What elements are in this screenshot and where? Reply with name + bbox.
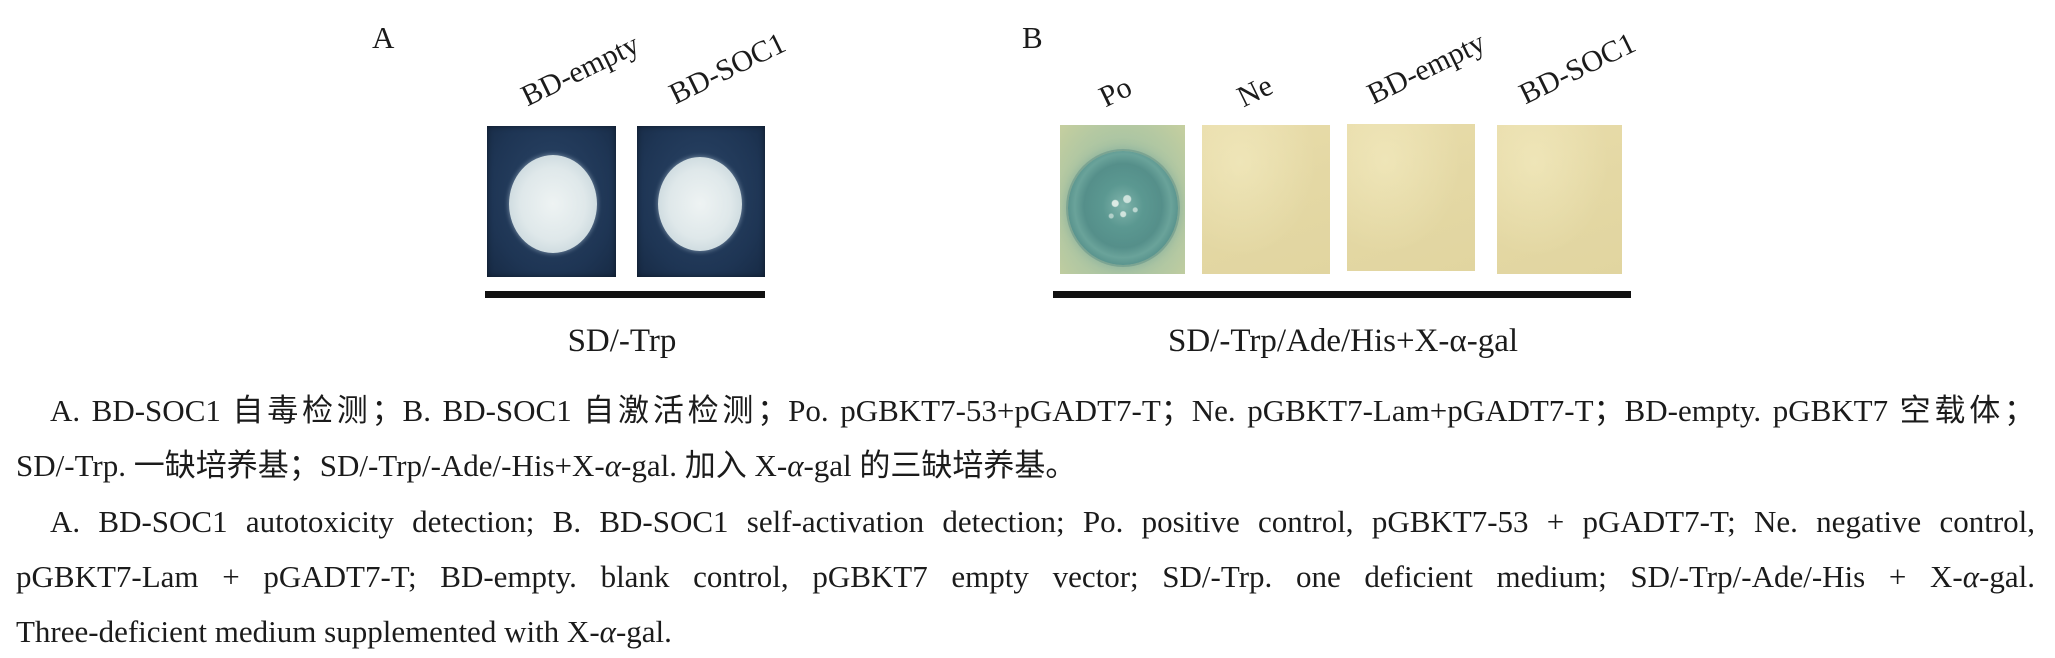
caption-en-line-3: Three-deficient medium supplemented with… bbox=[16, 614, 672, 649]
panel-a-column-label-bd-soc1: BD-SOC1 bbox=[663, 26, 791, 111]
panel-b-column-label-ne: Ne bbox=[1231, 68, 1278, 114]
plate-bd-soc1-sd-trp bbox=[637, 126, 765, 277]
panel-a-column-label-bd-empty: BD-empty bbox=[515, 27, 645, 113]
panel-a-medium-label: SD/-Trp bbox=[567, 323, 677, 359]
plate-negative-control bbox=[1202, 125, 1330, 274]
panel-b-column-label-bd-empty: BD-empty bbox=[1361, 25, 1491, 111]
caption-zh-line-2: SD/-Trp. 一缺培养基；SD/-Trp/-Ade/-His+X-α-gal… bbox=[16, 448, 1077, 483]
panel-b-medium-label: SD/-Trp/Ade/His+X-α-gal bbox=[1167, 323, 1519, 359]
panel-b-column-label-po: Po bbox=[1093, 70, 1137, 114]
panel-a-label: A bbox=[372, 20, 395, 55]
plate-bd-empty-selective bbox=[1347, 124, 1475, 271]
caption-zh-line-1: A. BD-SOC1 自毒检测；B. BD-SOC1 自激活检测；Po. pGB… bbox=[50, 393, 2035, 428]
yeast-colony bbox=[509, 155, 597, 253]
plate-positive-control bbox=[1060, 125, 1185, 274]
figure-caption: A. BD-SOC1 自毒检测；B. BD-SOC1 自激活检测；Po. pGB… bbox=[16, 393, 2035, 653]
panel-b-medium-bar bbox=[1053, 291, 1631, 298]
blue-yeast-colony bbox=[1068, 151, 1178, 265]
caption-en-line-2: pGBKT7-Lam + pGADT7-T; BD-empty. blank c… bbox=[16, 559, 2035, 594]
plate-bd-soc1-selective bbox=[1497, 125, 1622, 274]
caption-en-line-1: A. BD-SOC1 autotoxicity detection; B. BD… bbox=[50, 504, 2035, 539]
plate-bd-empty-sd-trp bbox=[487, 126, 616, 277]
panel-b-label: B bbox=[1022, 20, 1043, 55]
yeast-colony bbox=[658, 157, 742, 251]
panel-a-medium-bar bbox=[485, 291, 765, 298]
panel-b-column-label-bd-soc1: BD-SOC1 bbox=[1513, 26, 1641, 111]
